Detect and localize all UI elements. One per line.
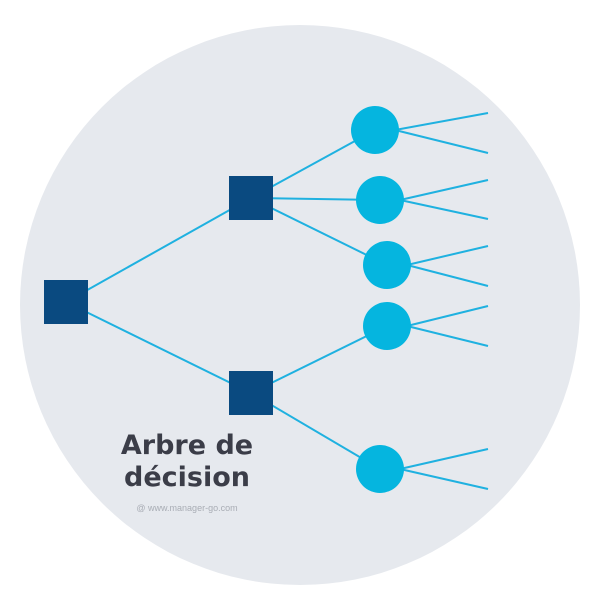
chance-node: [363, 302, 411, 350]
chance-node: [363, 241, 411, 289]
nodes: [44, 106, 411, 493]
chance-node: [356, 176, 404, 224]
diagram-title: Arbre de décision: [112, 430, 262, 494]
title-line-2: décision: [124, 462, 250, 493]
outcome-branch: [406, 245, 489, 266]
decision-node: [229, 176, 273, 220]
branch-decision-to-chance: [250, 197, 388, 266]
chance-node: [351, 106, 399, 154]
outcome-branch: [399, 199, 489, 220]
branch-root-to-decision-2: [65, 301, 252, 394]
title-line-1: Arbre de: [120, 430, 254, 461]
outcome-branch: [399, 468, 489, 490]
outcome-branch: [394, 112, 489, 131]
outcome-branch: [406, 264, 489, 287]
outcome-branch: [394, 129, 489, 154]
branch-decision-to-chance: [250, 325, 388, 394]
chance-node: [356, 445, 404, 493]
decision-node: [229, 371, 273, 415]
credit-text: @ www.manager-go.com: [136, 503, 238, 513]
background-disc: [20, 25, 580, 585]
outcome-branch: [406, 325, 489, 347]
outcome-branch: [399, 179, 489, 201]
root-decision-node: [44, 280, 88, 324]
branch-root-to-decision-1: [65, 197, 252, 303]
branches: [65, 112, 489, 490]
outcome-branch: [406, 305, 489, 327]
outcome-branch: [399, 448, 489, 470]
